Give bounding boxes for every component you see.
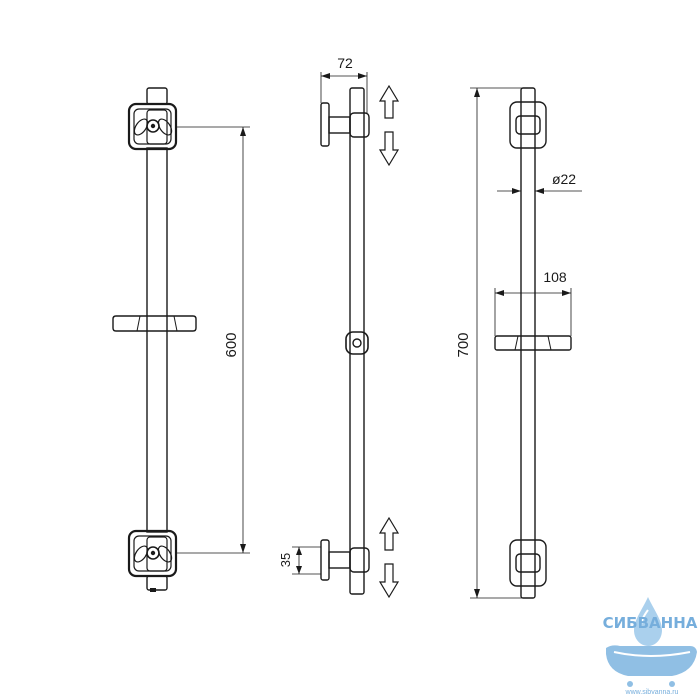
top-wall-bracket: [127, 102, 178, 151]
front-view: 600: [112, 87, 250, 592]
water-drop-icon: [634, 597, 662, 646]
front-slider-holder: [112, 315, 197, 332]
right-top-bracket: [509, 101, 547, 149]
watermark-brand: СИБВАННА: [603, 614, 698, 632]
dimension-label-108: 108: [543, 269, 567, 285]
adjust-arrows-bottom: [378, 516, 400, 599]
front-rail: [146, 147, 168, 533]
side-top-bracket: [320, 102, 370, 147]
arrow-up-icon: [378, 516, 400, 551]
dimension-label-diameter: ø22: [552, 171, 576, 187]
side-rail: [349, 87, 365, 595]
arrow-up-icon: [378, 84, 400, 119]
bathtub-icon: [606, 645, 697, 676]
dimension-35: 35: [278, 546, 321, 575]
dimension-label-72: 72: [337, 55, 353, 71]
bottom-wall-bracket: [127, 529, 178, 578]
adjust-arrows-top: [378, 84, 400, 167]
side-bottom-bracket: [320, 539, 370, 581]
dimension-label-600: 600: [223, 332, 240, 357]
side-slider: [345, 331, 369, 355]
dimension-700: 700: [455, 87, 528, 599]
side-view: 72 35: [278, 55, 400, 599]
dimension-108: 108: [494, 269, 572, 336]
dimension-label-700: 700: [455, 332, 472, 357]
dimension-label-35: 35: [278, 553, 293, 567]
front-view-dimensioned: 700 ø22 108: [455, 87, 582, 599]
watermark-url: www.sibvanna.ru: [625, 689, 679, 696]
dimension-72: 72: [320, 55, 368, 113]
dimension-diameter: ø22: [497, 171, 582, 194]
sibvanna-watermark: СИБВАННА www.sibvanna.ru: [603, 597, 698, 696]
right-slider-holder: [494, 335, 572, 351]
right-bottom-bracket: [509, 539, 547, 587]
right-rail: [520, 87, 536, 599]
arrow-down-icon: [378, 131, 400, 167]
dimension-600: 600: [176, 126, 250, 554]
arrow-down-icon: [378, 563, 400, 599]
